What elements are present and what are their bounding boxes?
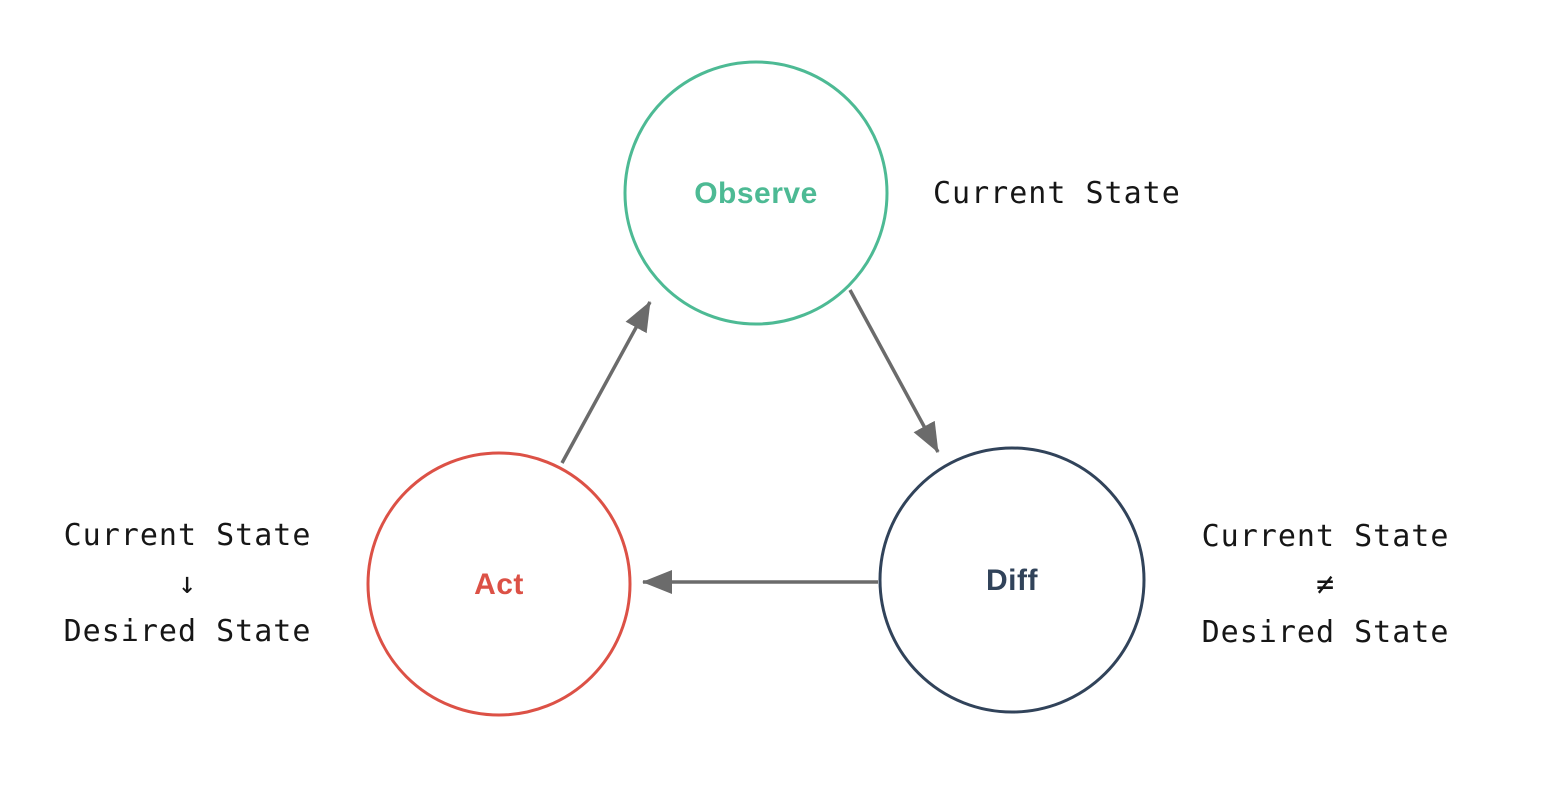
annotation-observe-line: Current State xyxy=(933,176,1181,211)
node-circle-act xyxy=(366,451,632,717)
down-arrow-icon: ↓ xyxy=(177,566,198,601)
edge-observe-to-diff xyxy=(848,289,940,453)
annotation-diff-line-1: Current State xyxy=(1201,519,1450,554)
annotation-act-line-3: Desired State xyxy=(63,614,312,649)
node-circle-diff xyxy=(878,446,1146,714)
node-label-act: Act xyxy=(474,568,524,601)
annotation-act: Current State ↓ Desired State xyxy=(61,512,314,656)
node-circle-observe xyxy=(623,60,889,326)
node-label-observe: Observe xyxy=(694,177,818,210)
edge-act-to-observe xyxy=(560,301,652,464)
annotation-diff: Current State ≠ Desired State xyxy=(1199,513,1452,657)
node-label-diff: Diff xyxy=(986,564,1038,597)
annotation-observe: Current State xyxy=(933,170,1181,218)
not-equal-icon: ≠ xyxy=(1315,567,1336,602)
annotation-act-line-1: Current State xyxy=(63,518,312,553)
annotation-diff-line-3: Desired State xyxy=(1201,615,1450,650)
